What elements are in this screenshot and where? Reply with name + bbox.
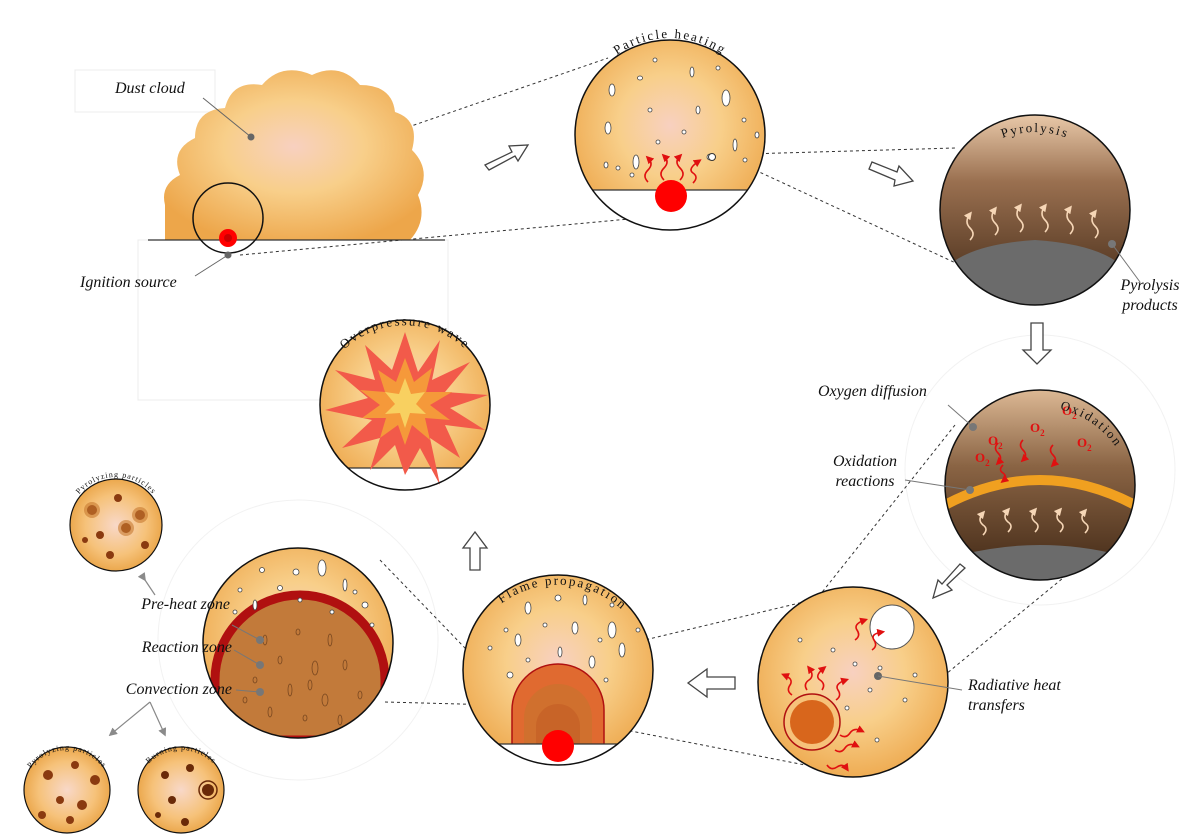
oxygen-diffusion-label: Oxygen diffusion bbox=[818, 383, 927, 401]
arrow-heating-to-pyrolysis bbox=[869, 162, 913, 186]
arrow-pyrolysis-to-oxidation bbox=[1023, 323, 1051, 364]
oxidation-reactions-line1: Oxidation bbox=[820, 452, 910, 472]
pyrolysis-products-line2: products bbox=[1110, 296, 1190, 316]
convection-arrows bbox=[110, 702, 165, 735]
radiative-heat-line2: transfers bbox=[968, 696, 1061, 716]
radiative-heat-circle bbox=[758, 587, 962, 777]
arrow-flame-to-overpressure bbox=[463, 532, 487, 570]
oxidation-reactions-line2: reactions bbox=[820, 472, 910, 492]
particle-heating-circle bbox=[570, 40, 780, 250]
pyrolysis-products-label: Pyrolysis products bbox=[1110, 276, 1190, 316]
ignition-source-label: Ignition source bbox=[80, 274, 177, 292]
oxidation-reactions-label: Oxidation reactions bbox=[820, 452, 910, 492]
arrow-cloud-to-heating bbox=[485, 145, 528, 170]
convection-zone-label: Convection zone bbox=[70, 681, 232, 699]
pre-heat-zone-label: Pre-heat zone bbox=[80, 596, 230, 614]
dust-cloud-label: Dust cloud bbox=[115, 80, 185, 98]
arrow-radiative-to-flame bbox=[688, 669, 735, 697]
radiative-heat-line1: Radiative heat bbox=[968, 676, 1061, 696]
flame-propagation-circle bbox=[455, 575, 665, 774]
dust-cloud bbox=[148, 70, 445, 276]
reaction-zone-label: Reaction zone bbox=[80, 639, 232, 657]
pyrolyzing-particles-top bbox=[70, 479, 162, 595]
radiative-heat-label: Radiative heat transfers bbox=[968, 676, 1061, 716]
pyrolysis-products-line1: Pyrolysis bbox=[1110, 276, 1190, 296]
